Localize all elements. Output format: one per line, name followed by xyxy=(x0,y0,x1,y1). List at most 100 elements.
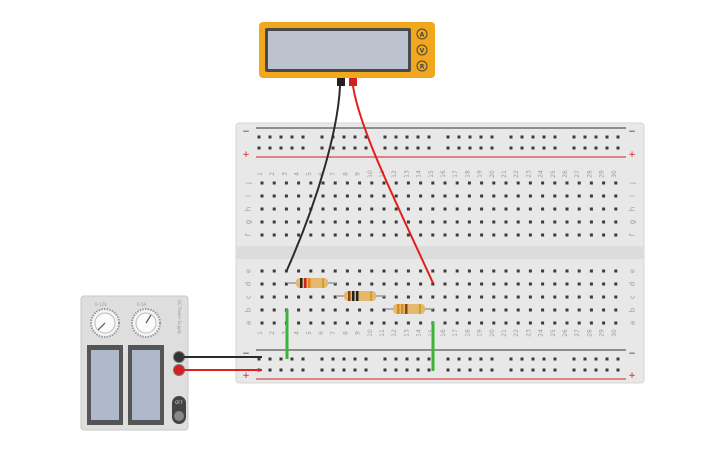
breadboard-hole[interactable] xyxy=(406,233,410,237)
rail-hole[interactable] xyxy=(331,357,335,361)
breadboard-hole[interactable] xyxy=(541,194,545,198)
rail-hole[interactable] xyxy=(605,146,609,150)
breadboard-hole[interactable] xyxy=(614,181,618,185)
breadboard-hole[interactable] xyxy=(345,282,349,286)
breadboard-hole[interactable] xyxy=(504,295,508,299)
rail-hole[interactable] xyxy=(353,146,357,150)
breadboard-hole[interactable] xyxy=(333,321,337,325)
rail-hole[interactable] xyxy=(416,135,420,139)
breadboard-hole[interactable] xyxy=(284,181,288,185)
breadboard-hole[interactable] xyxy=(419,282,423,286)
rail-hole[interactable] xyxy=(616,135,620,139)
breadboard-hole[interactable] xyxy=(419,321,423,325)
breadboard-hole[interactable] xyxy=(272,308,276,312)
rail-hole[interactable] xyxy=(605,357,609,361)
breadboard-hole[interactable] xyxy=(480,308,484,312)
breadboard-hole[interactable] xyxy=(284,269,288,273)
breadboard-hole[interactable] xyxy=(443,308,447,312)
breadboard-hole[interactable] xyxy=(565,308,569,312)
breadboard-hole[interactable] xyxy=(382,269,386,273)
rail-hole[interactable] xyxy=(490,146,494,150)
positive-terminal[interactable] xyxy=(173,364,185,376)
breadboard-hole[interactable] xyxy=(297,220,301,224)
breadboard-hole[interactable] xyxy=(577,181,581,185)
multimeter-mode-a-button[interactable]: A xyxy=(416,28,428,40)
rail-hole[interactable] xyxy=(353,357,357,361)
breadboard-hole[interactable] xyxy=(431,181,435,185)
breadboard-hole[interactable] xyxy=(614,233,618,237)
breadboard-hole[interactable] xyxy=(333,233,337,237)
rail-hole[interactable] xyxy=(531,135,535,139)
breadboard-hole[interactable] xyxy=(553,194,557,198)
breadboard-hole[interactable] xyxy=(504,220,508,224)
rail-hole[interactable] xyxy=(427,368,431,372)
breadboard-hole[interactable] xyxy=(260,295,264,299)
rail-hole[interactable] xyxy=(531,357,535,361)
breadboard-hole[interactable] xyxy=(321,233,325,237)
breadboard-hole[interactable] xyxy=(589,321,593,325)
breadboard-hole[interactable] xyxy=(602,181,606,185)
breadboard-hole[interactable] xyxy=(309,181,313,185)
breadboard-hole[interactable] xyxy=(260,194,264,198)
rail-hole[interactable] xyxy=(572,135,576,139)
breadboard-hole[interactable] xyxy=(467,308,471,312)
breadboard-hole[interactable] xyxy=(284,295,288,299)
breadboard-hole[interactable] xyxy=(260,181,264,185)
rail-hole[interactable] xyxy=(531,146,535,150)
breadboard-hole[interactable] xyxy=(602,321,606,325)
resistor-1[interactable] xyxy=(287,278,336,288)
breadboard-hole[interactable] xyxy=(614,282,618,286)
rail-hole[interactable] xyxy=(320,357,324,361)
breadboard-hole[interactable] xyxy=(467,233,471,237)
breadboard-hole[interactable] xyxy=(467,207,471,211)
rail-hole[interactable] xyxy=(594,146,598,150)
breadboard-hole[interactable] xyxy=(394,295,398,299)
breadboard-hole[interactable] xyxy=(541,282,545,286)
rail-hole[interactable] xyxy=(520,368,524,372)
rail-hole[interactable] xyxy=(553,146,557,150)
breadboard-hole[interactable] xyxy=(297,321,301,325)
breadboard-hole[interactable] xyxy=(553,321,557,325)
breadboard-hole[interactable] xyxy=(541,269,545,273)
rail-hole[interactable] xyxy=(279,135,283,139)
breadboard-hole[interactable] xyxy=(467,220,471,224)
breadboard-hole[interactable] xyxy=(382,207,386,211)
rail-hole[interactable] xyxy=(301,146,305,150)
rail-hole[interactable] xyxy=(383,135,387,139)
rail-hole[interactable] xyxy=(446,135,450,139)
negative-terminal[interactable] xyxy=(173,351,185,363)
breadboard-hole[interactable] xyxy=(565,269,569,273)
breadboard-hole[interactable] xyxy=(309,269,313,273)
rail-hole[interactable] xyxy=(457,135,461,139)
rail-hole[interactable] xyxy=(553,357,557,361)
breadboard-hole[interactable] xyxy=(614,295,618,299)
breadboard-hole[interactable] xyxy=(492,321,496,325)
breadboard-hole[interactable] xyxy=(602,282,606,286)
breadboard-hole[interactable] xyxy=(297,207,301,211)
breadboard-hole[interactable] xyxy=(541,308,545,312)
rail-hole[interactable] xyxy=(572,368,576,372)
breadboard-hole[interactable] xyxy=(492,282,496,286)
rail-hole[interactable] xyxy=(364,368,368,372)
rail-hole[interactable] xyxy=(301,368,305,372)
breadboard-hole[interactable] xyxy=(455,321,459,325)
breadboard-hole[interactable] xyxy=(382,308,386,312)
breadboard-hole[interactable] xyxy=(589,181,593,185)
breadboard-hole[interactable] xyxy=(492,207,496,211)
breadboard-hole[interactable] xyxy=(309,321,313,325)
rail-hole[interactable] xyxy=(605,368,609,372)
breadboard-hole[interactable] xyxy=(602,233,606,237)
breadboard-hole[interactable] xyxy=(467,194,471,198)
breadboard-hole[interactable] xyxy=(297,295,301,299)
breadboard-hole[interactable] xyxy=(443,321,447,325)
rail-hole[interactable] xyxy=(257,146,261,150)
rail-hole[interactable] xyxy=(457,368,461,372)
breadboard-hole[interactable] xyxy=(443,233,447,237)
breadboard-hole[interactable] xyxy=(553,282,557,286)
breadboard-hole[interactable] xyxy=(333,282,337,286)
rail-hole[interactable] xyxy=(364,146,368,150)
breadboard-hole[interactable] xyxy=(577,282,581,286)
breadboard-hole[interactable] xyxy=(406,181,410,185)
rail-hole[interactable] xyxy=(279,146,283,150)
breadboard-hole[interactable] xyxy=(614,321,618,325)
